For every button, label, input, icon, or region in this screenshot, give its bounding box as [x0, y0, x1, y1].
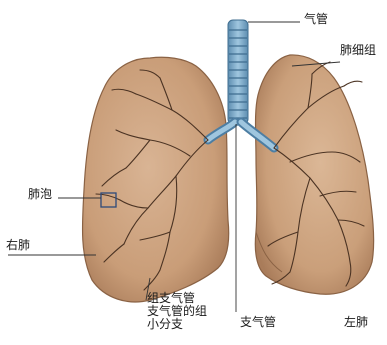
right-lung-shape: [82, 57, 228, 302]
label-alveolus: 肺泡: [28, 188, 52, 201]
left-lung-shape: [255, 55, 373, 294]
label-right-upper: 肺细组: [340, 44, 376, 57]
label-bronchi: 组支气管 支气管的组 小分支: [147, 292, 207, 331]
trachea-tube: [228, 20, 248, 124]
label-trachea: 气管: [304, 13, 328, 26]
label-right-lung: 右肺: [6, 239, 30, 252]
label-left-lung: 左肺: [344, 316, 368, 329]
label-bronchus-center: 支气管: [240, 316, 276, 329]
